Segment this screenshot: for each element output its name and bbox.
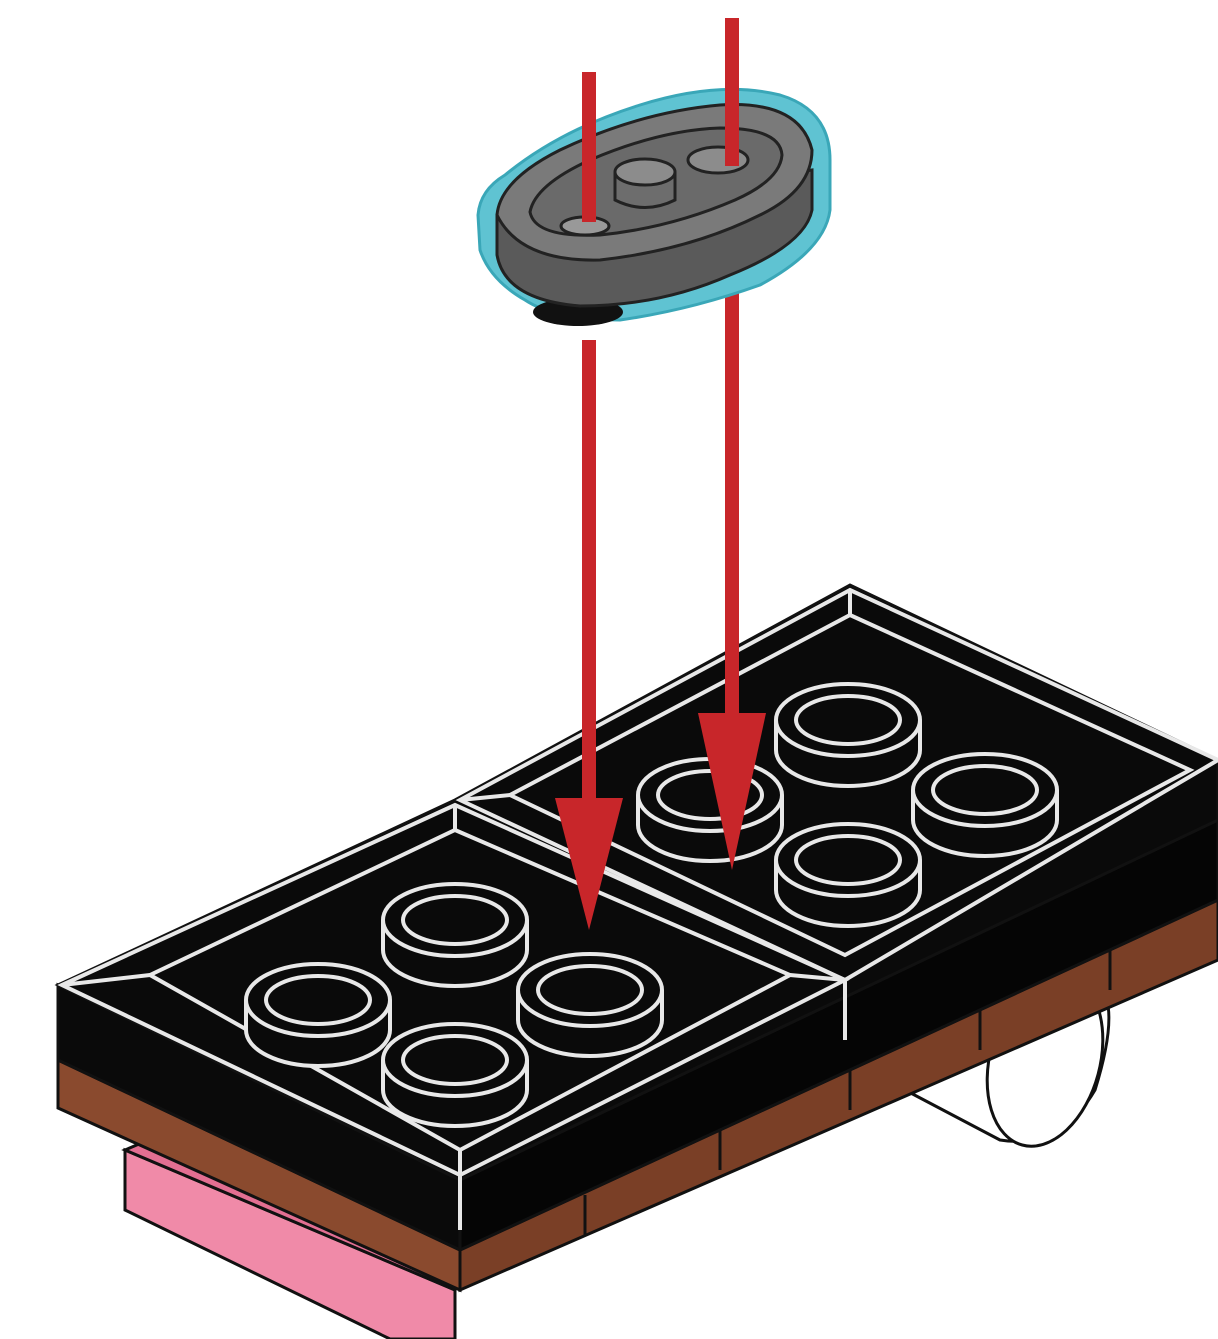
stud — [638, 759, 782, 861]
stud — [913, 754, 1057, 856]
stud — [518, 954, 662, 1056]
stud — [383, 1024, 527, 1126]
new-part-gray-tile — [478, 89, 830, 326]
stud — [246, 964, 390, 1066]
stud — [383, 884, 527, 986]
stud — [776, 824, 920, 926]
stud — [776, 684, 920, 786]
tile-stud — [615, 159, 675, 208]
